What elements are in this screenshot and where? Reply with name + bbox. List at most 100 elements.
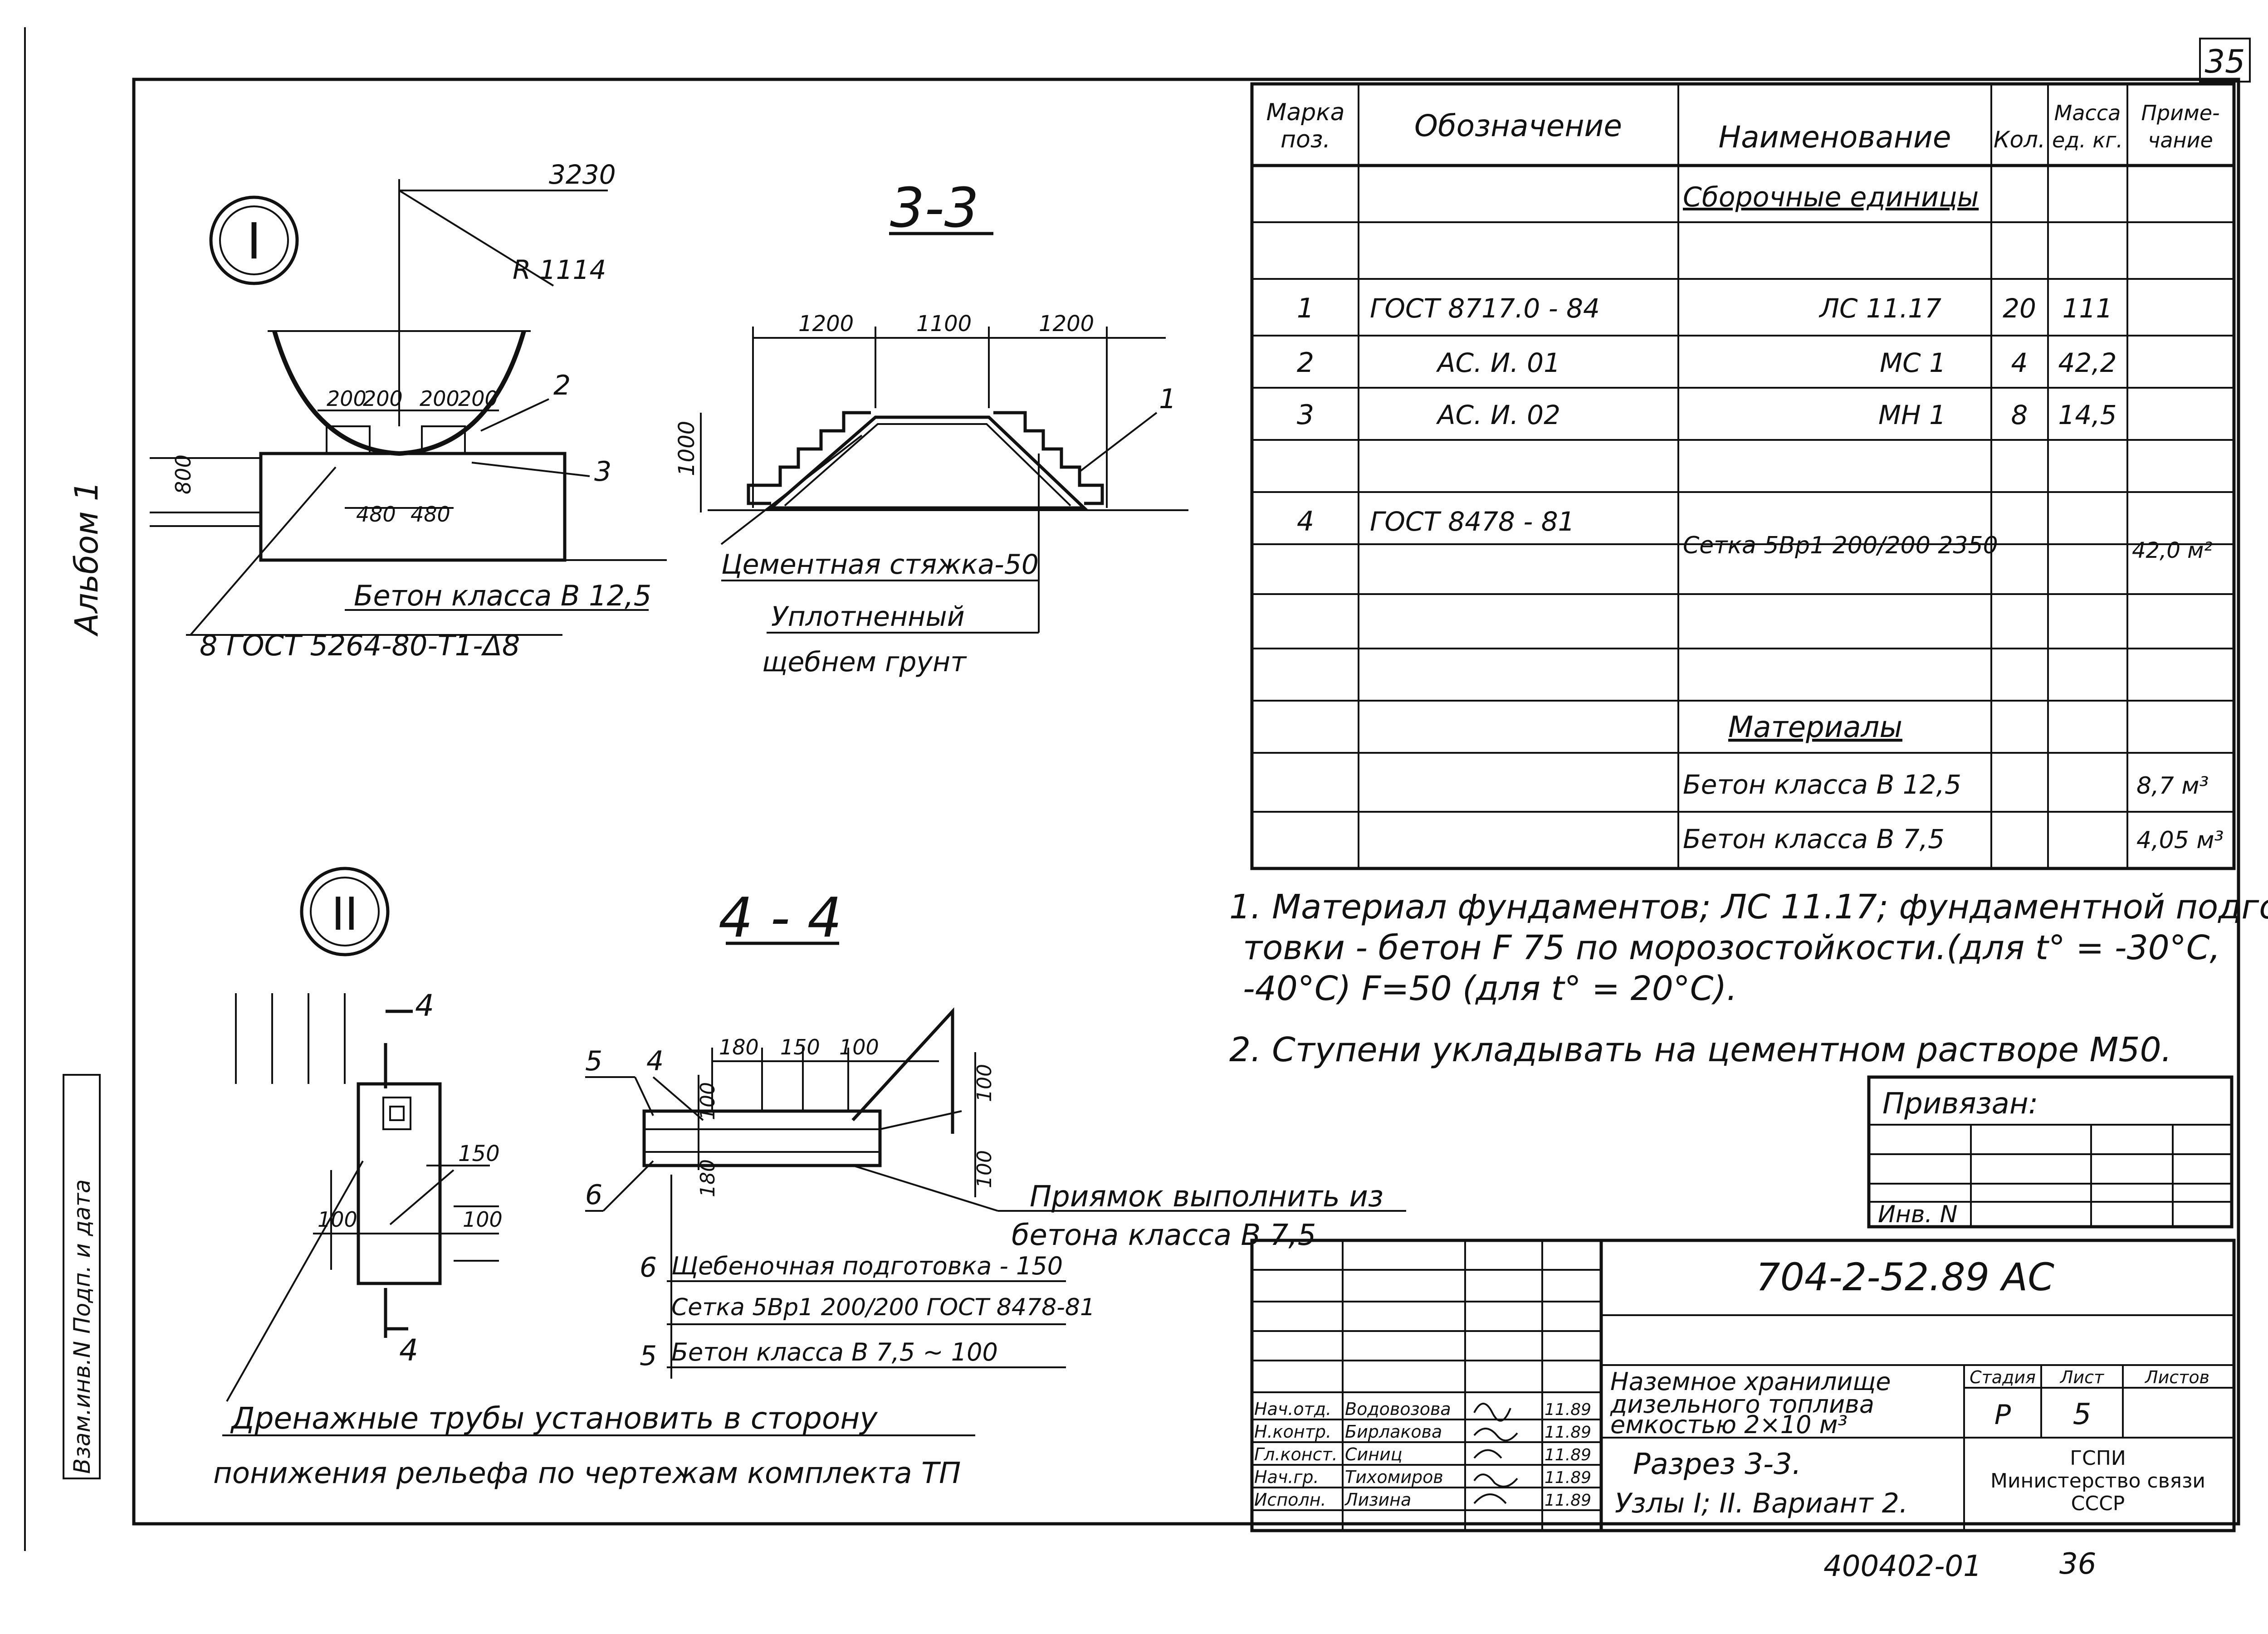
section-3-3-title: 3-3	[890, 177, 979, 240]
section-3-3-steps-left	[747, 411, 871, 505]
signer-2-name: Бирлакова	[1345, 1422, 1442, 1442]
node-2-label: II	[332, 888, 358, 941]
signer-5-date: 11.89	[1545, 1491, 1591, 1510]
privyazan-inv: Инв. N	[1878, 1201, 1958, 1228]
section-4-4-pit-note-2: бетона класса В 7,5	[1012, 1219, 1316, 1252]
node-1-dim-top: 3230	[549, 159, 616, 190]
section-3-3-dim-2: 1100	[916, 311, 972, 337]
section-4-4: 4 - 4 180 150 100 100 180 100 100 5 4 6 …	[585, 887, 1406, 1379]
sheet-frame	[132, 78, 2240, 1526]
page-number-box	[2199, 38, 2251, 83]
title-sheets-header: Листов	[2144, 1367, 2209, 1387]
section-4-4-pit	[642, 1109, 882, 1167]
signer-4-name: Тихомиров	[1345, 1467, 1443, 1487]
title-block: 704-2-52.89 АС Наземное хранилище дизель…	[1250, 1239, 2236, 1532]
table-header-note-2: чание	[2148, 128, 2213, 152]
signer-5-name: Лизина	[1344, 1490, 1411, 1510]
section-4-4-callout-5: 5	[585, 1045, 602, 1077]
material-1-note: 8,7 м³	[2136, 772, 2209, 800]
node-1-concrete: Бетон класса В 12,5	[354, 579, 651, 612]
row-3-mass: 14,5	[2058, 400, 2116, 430]
node-1-marker	[209, 195, 299, 285]
material-1-name: Бетон класса В 12,5	[1683, 769, 1961, 800]
row-2-designation: АС. И. 01	[1436, 347, 1560, 378]
node-1-dim-height: 800	[171, 454, 196, 494]
note-line-2: товки - бетон F 75 по морозостойкости.(д…	[1243, 928, 2220, 967]
section-4-4-layer-6: Щебеночная подготовка - 150	[671, 1252, 1063, 1280]
title-sheet-no: 5	[2073, 1398, 2092, 1431]
section-4-4-pit-note-1: Приямок выполнить из	[1030, 1180, 1383, 1214]
section-4-4-title: 4 - 4	[719, 887, 842, 950]
node-1-label: I	[247, 212, 261, 270]
node-2-drainage-2: понижения рельефа по чертежам комплекта …	[213, 1457, 961, 1490]
section-4-4-vdim-2: 100	[973, 1064, 996, 1102]
table-header-note: Приме-	[2141, 101, 2219, 125]
section-4-4-vdim-1: 100	[696, 1082, 719, 1120]
signer-3-name: Синиц	[1345, 1444, 1403, 1464]
row-4-pos: 4	[1297, 506, 1314, 537]
table-header-qty: Кол.	[1994, 127, 2045, 153]
node-2-drainage-1: Дренажные трубы установить в сторону	[230, 1401, 878, 1436]
table-header-mass: Масса	[2054, 101, 2121, 125]
table-header-mass-2: ед. кг.	[2052, 128, 2123, 152]
node-1-dim-b2: 480	[411, 502, 450, 527]
section-3-3-dim-3: 1200	[1039, 311, 1094, 337]
note-line-3: -40°С) F=50 (для t° = 20°С).	[1243, 969, 1737, 1008]
general-notes: 1. Материал фундаментов; ЛС 11.17; фунда…	[1229, 888, 2268, 1069]
signer-3-date: 11.89	[1545, 1446, 1591, 1464]
row-4-name: Сетка 5Вр1 200/200 2350	[1683, 532, 1998, 559]
table-header-designation: Обозначение	[1414, 108, 1622, 143]
material-2-note: 4,05 м³	[2136, 827, 2224, 854]
section-4-4-vdim-3: 180	[696, 1159, 719, 1197]
row-3-pos: 3	[1297, 399, 1314, 431]
node-1-dim-l2: 200	[363, 386, 403, 411]
node-2-marker-bottom: 4	[399, 1333, 418, 1368]
signer-4-date: 11.89	[1545, 1468, 1591, 1487]
row-3-designation: АС. И. 02	[1436, 400, 1560, 430]
title-org-2: Министерство связи	[1990, 1469, 2205, 1493]
node-1-dim-r1: 200	[420, 386, 459, 411]
row-3-name: МН 1	[1878, 400, 1946, 430]
section-3-3-note-screed: Цементная стяжка-50	[721, 549, 1039, 580]
archive-number: 400402-01	[1823, 1550, 1982, 1583]
album-side-label: Альбом 1	[68, 481, 105, 637]
note-line-4: 2. Ступени укладывать на цементном раств…	[1229, 1030, 2172, 1069]
row-4-designation: ГОСТ 8478 - 81	[1370, 506, 1575, 537]
section-3-3: 3-3 1200 1100 1200 1000 1 Цементная стяж…	[674, 177, 1188, 678]
section-4-4-dim-3: 100	[839, 1035, 879, 1059]
table-header-pos: Марка	[1266, 99, 1344, 126]
row-2-name: МС 1	[1880, 347, 1946, 378]
section-4-4-callout-6: 6	[585, 1179, 602, 1211]
table-header-pos-2: поз.	[1281, 126, 1330, 153]
archive-page: 36	[2059, 1547, 2096, 1581]
node-1-radius: R 1114	[513, 254, 606, 285]
signer-1-name: Водовозова	[1345, 1399, 1451, 1419]
node-1: I 3230 R 1114 200 200 200 200 2 3 800 48…	[150, 159, 667, 662]
section-3-3-dim-height: 1000	[674, 421, 699, 476]
row-1-name: ЛС 11.17	[1818, 293, 1941, 324]
signer-4-role: Нач.гр.	[1254, 1467, 1319, 1487]
row-1-designation: ГОСТ 8717.0 - 84	[1370, 293, 1600, 324]
section-3-3-note-soil-1: Уплотненный	[771, 601, 965, 633]
row-1-qty: 20	[2003, 293, 2036, 324]
row-2-pos: 2	[1297, 347, 1314, 379]
section-4-4-callout-4: 4	[646, 1045, 664, 1077]
node-1-callout-3: 3	[594, 456, 611, 488]
section-4-4-num-6: 6	[640, 1252, 657, 1283]
note-line-1: 1. Материал фундаментов; ЛС 11.17; фунда…	[1229, 888, 2268, 927]
node-2-pit	[357, 1082, 442, 1285]
section-3-3-embankment	[767, 415, 1088, 510]
node-2: II 4 4 150 100 100 Дренажные трубы устан…	[213, 867, 975, 1490]
section-4-4-vdim-4: 100	[973, 1150, 996, 1188]
title-org-1: ГСПИ	[2070, 1447, 2126, 1470]
node-1-callout-2: 2	[553, 370, 571, 401]
title-code: 704-2-52.89 АС	[1756, 1255, 2054, 1299]
spec-table: Марка поз. Обозначение Наименование Кол.…	[1250, 82, 2236, 870]
signer-1-role: Нач.отд.	[1254, 1399, 1331, 1419]
section-3-3-note-soil-2: щебнем грунт	[762, 646, 967, 678]
row-4-note: 42,0 м²	[2132, 538, 2213, 563]
signer-2-role: Н.контр.	[1254, 1422, 1331, 1442]
title-object-3: емкостью 2×10 м³	[1610, 1410, 1848, 1439]
section-4-4-embankment	[851, 1007, 954, 1134]
